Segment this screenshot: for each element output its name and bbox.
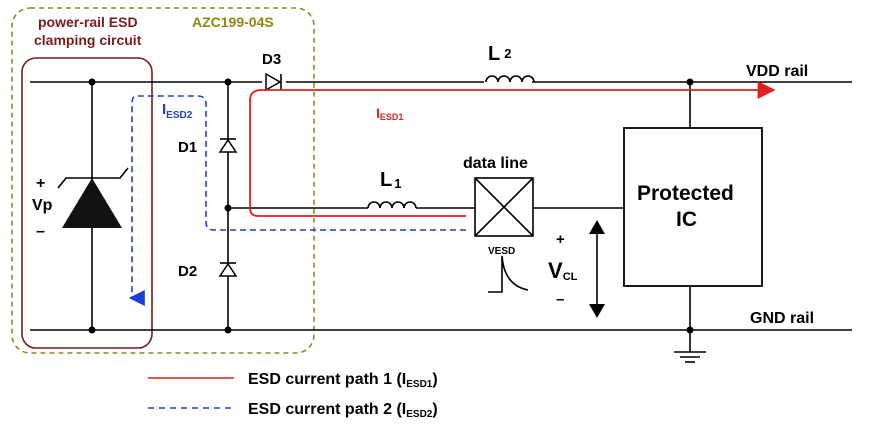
- protected-ic-label-line2: IC: [676, 208, 697, 231]
- zener-bar: [57, 167, 129, 189]
- d3-label: D3: [262, 51, 281, 68]
- l1-inductor-symbol: [367, 201, 417, 209]
- clamp-title-line2: clamping circuit: [34, 32, 142, 48]
- clamp-title-line1: power-rail ESD: [38, 14, 138, 30]
- node-dot: [88, 326, 96, 334]
- vcl-arrow-up-icon: [589, 220, 605, 234]
- vp-label: Vp: [32, 197, 53, 214]
- gnd-rail-label: GND rail: [750, 310, 814, 327]
- protected-ic-box: [623, 127, 763, 287]
- node-dot: [686, 78, 694, 86]
- d3-diode-symbol: [265, 72, 282, 92]
- node-dot: [224, 78, 232, 86]
- node-dot: [686, 326, 694, 334]
- esd-path-2-line: [128, 95, 466, 306]
- vdd-rail-label: VDD rail: [746, 63, 808, 80]
- vcl-label: VCL: [548, 258, 578, 283]
- vesd-waveform: [488, 255, 529, 293]
- esd-path-1-line: [249, 81, 776, 217]
- vcl-plus: +: [556, 231, 565, 248]
- d1-diode-symbol: [218, 138, 238, 153]
- legend-path-1-label: ESD current path 1 (IESD1): [248, 371, 438, 390]
- protected-ic-label-line1: Protected: [637, 182, 734, 205]
- clamp-circuit-box: [21, 57, 153, 349]
- vesd-label: VESD: [488, 246, 515, 257]
- vcl-arrow-down-icon: [589, 304, 605, 318]
- chip-name-label: AZC199-04S: [192, 14, 274, 30]
- d1-label: D1: [178, 139, 197, 156]
- node-dot: [88, 78, 96, 86]
- vp-minus: –: [36, 223, 45, 240]
- d2-label: D2: [178, 263, 197, 280]
- vcl-minus: –: [556, 291, 564, 308]
- data-line-label: data line: [463, 155, 528, 172]
- iesd1-label: IESD1: [376, 105, 403, 122]
- d2-diode-symbol: [218, 262, 238, 277]
- node-dot: [224, 326, 232, 334]
- iesd2-label: IESD2: [162, 101, 193, 121]
- tvs-cross: [474, 177, 534, 237]
- legend-path-2-label: ESD current path 2 (IESD2): [248, 401, 438, 420]
- l2-inductor-symbol: [485, 75, 535, 83]
- clamp-zener-symbol: [62, 178, 122, 228]
- vp-plus: +: [36, 175, 45, 192]
